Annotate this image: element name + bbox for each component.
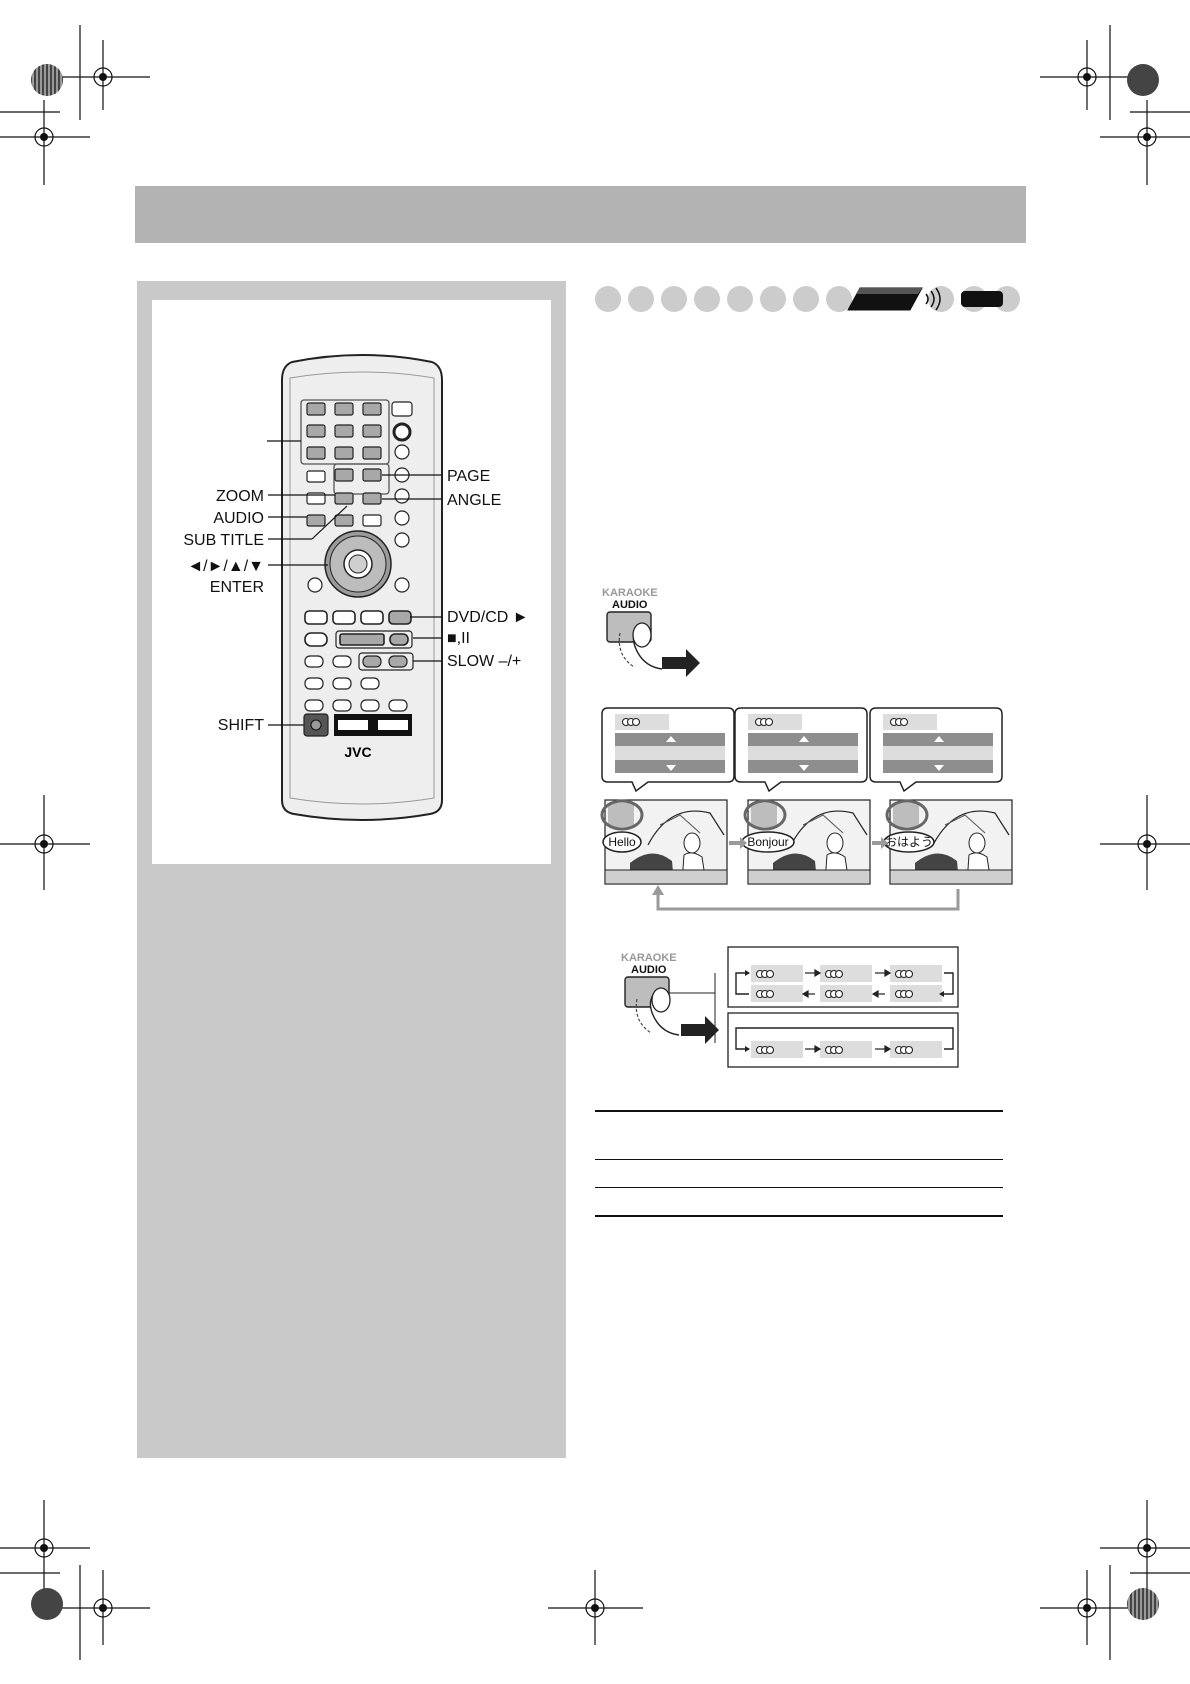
remote-label-subtitle: SUB TITLE xyxy=(183,532,264,549)
audio-label: AUDIO xyxy=(612,599,648,611)
karaoke-audio-button-figure: KARAOKE AUDIO xyxy=(602,587,700,677)
arrow-right-icon xyxy=(662,649,700,677)
remote-label-angle: ANGLE xyxy=(447,492,501,509)
arrow-right-icon-2 xyxy=(681,1016,719,1044)
remote-label-stop-pause: ■,II xyxy=(447,630,470,647)
remote-label-enter: ENTER xyxy=(210,579,264,596)
remote-label-dvd-cd: DVD/CD ► xyxy=(447,609,529,626)
remote-label-shift: SHIFT xyxy=(218,717,264,734)
osd-bubble-3 xyxy=(869,707,1003,793)
remote-label-audio: AUDIO xyxy=(213,510,264,527)
remote-label-zoom: ZOOM xyxy=(216,488,264,505)
speech-ohayou: おはよう xyxy=(885,835,933,849)
speech-bonjour: Bonjour xyxy=(747,835,788,849)
karaoke-label-2: KARAOKE xyxy=(621,952,677,964)
remote-control: JVC PAGE ANGLE ZOOM AUDIO SUB TITLE ◄/►/… xyxy=(183,354,529,821)
osd-bubble-2 xyxy=(734,707,868,793)
remote-brand-logo: JVC xyxy=(344,744,371,760)
table-rule-2 xyxy=(595,1187,1003,1188)
audio-label-2: AUDIO xyxy=(631,964,667,976)
remote-label-cursor: ◄/►/▲/▼ xyxy=(187,558,264,575)
header-band xyxy=(135,186,1026,243)
table-rule-1 xyxy=(595,1159,1003,1160)
remote-label-slow: SLOW –/+ xyxy=(447,653,521,670)
osd-bubble-1 xyxy=(601,707,735,793)
disc-indicator-row xyxy=(595,286,1020,312)
karaoke-label: KARAOKE xyxy=(602,587,658,599)
table-rule-bottom xyxy=(595,1215,1003,1217)
speech-hello: Hello xyxy=(608,835,636,849)
table-rule-top xyxy=(595,1110,1003,1112)
karaoke-cycle-diagram: KARAOKE AUDIO xyxy=(621,946,959,1068)
language-switch-sequence: Hello Bonjour おはよう xyxy=(600,707,1013,911)
signal-waves-icon xyxy=(925,287,941,311)
mode-badge xyxy=(961,291,1003,307)
remote-label-page: PAGE xyxy=(447,468,490,485)
cycle-box-lower xyxy=(727,1012,959,1068)
